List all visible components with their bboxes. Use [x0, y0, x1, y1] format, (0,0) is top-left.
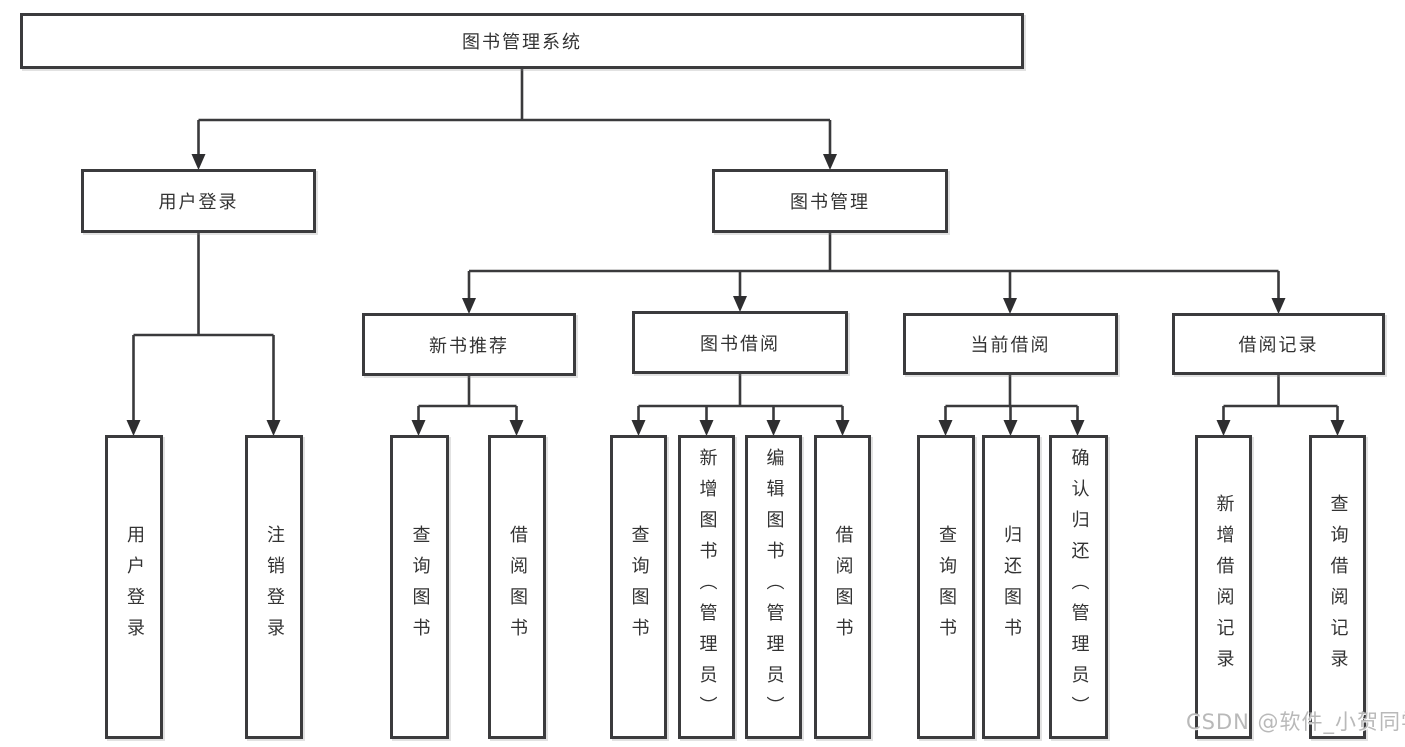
node-label: 当前借阅 — [970, 335, 1051, 356]
leaf-add-books-admin: 新增图书（管理员） — [678, 435, 735, 739]
node-label: 查询图书 — [936, 525, 957, 649]
node-borrowing-records: 借阅记录 — [1172, 313, 1385, 375]
node-label: 查询借阅记录 — [1327, 494, 1349, 680]
node-label: 新书推荐 — [429, 335, 509, 357]
node-label: 新增借阅记录 — [1213, 494, 1235, 680]
node-user-login-branch: 用户登录 — [81, 169, 316, 233]
node-label: 确认归还（管理员） — [1068, 447, 1090, 727]
leaf-query-books-current: 查询图书 — [917, 435, 975, 739]
node-label: 编辑图书（管理员） — [763, 447, 785, 727]
arrowheads — [126, 154, 1345, 436]
node-label: 图书借阅 — [700, 333, 780, 355]
node-label: 注销登录 — [264, 525, 285, 649]
node-library-management-system: 图书管理系统 — [20, 13, 1024, 69]
node-new-book-recommendation: 新书推荐 — [362, 313, 576, 376]
node-label: 新增图书（管理员） — [696, 447, 718, 727]
leaf-user-login: 用户登录 — [105, 435, 163, 739]
leaf-confirm-return-admin: 确认归还（管理员） — [1049, 435, 1108, 739]
csdn-watermark: CSDN @软件_小贺同学 — [1186, 710, 1405, 734]
leaf-borrow-books: 借阅图书 — [814, 435, 871, 739]
node-label: 图书管理系统 — [462, 32, 582, 53]
leaf-return-books: 归还图书 — [982, 435, 1040, 739]
node-label: 查询图书 — [409, 525, 431, 649]
leaf-query-borrow-record: 查询借阅记录 — [1309, 435, 1366, 739]
node-label: 借阅图书 — [832, 525, 854, 649]
leaf-query-books-borrowing: 查询图书 — [610, 435, 667, 739]
node-label: 查询图书 — [628, 525, 650, 649]
leaf-edit-books-admin: 编辑图书（管理员） — [745, 435, 802, 739]
node-label: 归还图书 — [1001, 525, 1022, 649]
leaf-borrow-books-recommend: 借阅图书 — [488, 435, 546, 739]
node-book-borrowing: 图书借阅 — [632, 311, 848, 374]
node-book-management-branch: 图书管理 — [712, 169, 948, 233]
leaf-add-borrow-record: 新增借阅记录 — [1195, 435, 1252, 739]
leaf-query-books-recommend: 查询图书 — [390, 435, 449, 739]
node-label: 图书管理 — [790, 192, 870, 213]
node-current-borrowing: 当前借阅 — [903, 313, 1118, 375]
leaf-logout: 注销登录 — [245, 435, 303, 739]
node-label: 用户登录 — [158, 192, 239, 213]
node-label: 借阅记录 — [1238, 335, 1319, 356]
node-label: 用户登录 — [124, 525, 145, 649]
node-label: 借阅图书 — [507, 525, 528, 649]
